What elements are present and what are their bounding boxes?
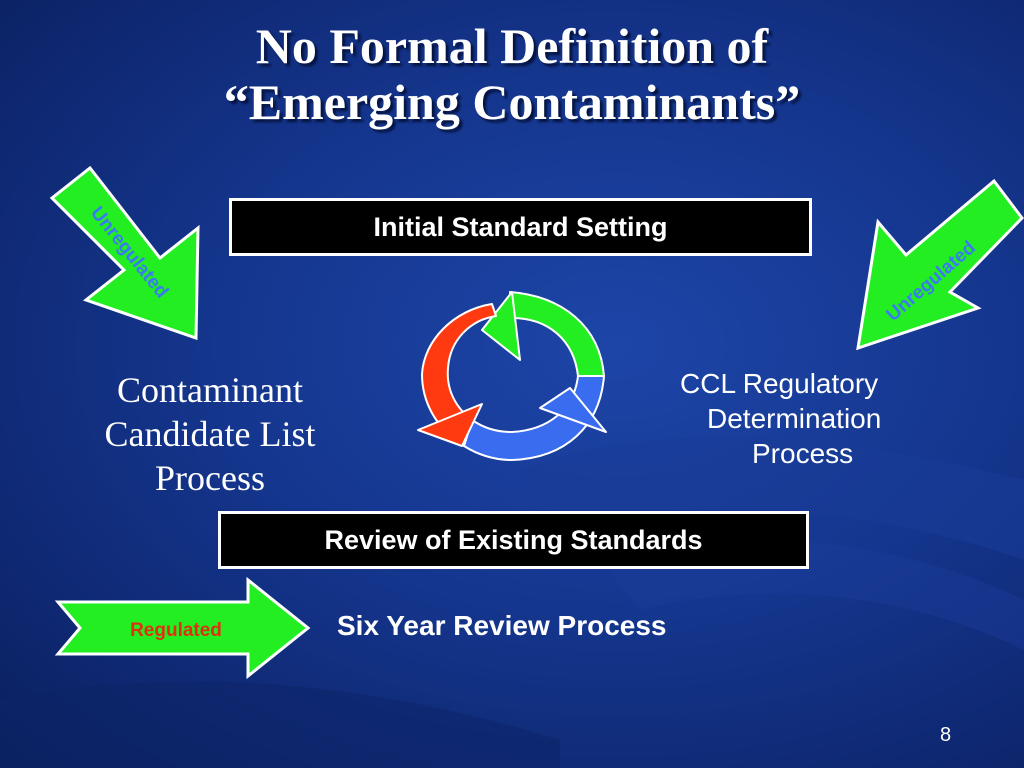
six-year-review-label: Six Year Review Process: [337, 610, 667, 641]
left-label-line-2: Candidate List: [104, 414, 316, 454]
review-existing-standards-box: Review of Existing Standards: [218, 511, 809, 569]
left-label-line-3: Process: [155, 458, 265, 498]
right-label-line-2: Determination: [707, 403, 882, 434]
unregulated-arrow-left: Unregulated: [49, 165, 200, 341]
cycle-arrows-icon: [417, 291, 607, 461]
unregulated-arrow-right: Unregulated: [856, 178, 1024, 351]
regulatory-determination-label: CCL Regulatory Determination Process: [660, 366, 970, 471]
ccl-process-label: Contaminant Candidate List Process: [60, 368, 360, 500]
regulated-arrow-text: Regulated: [130, 620, 222, 641]
slide-title: No Formal Definition of “Emerging Contam…: [0, 18, 1024, 130]
page-number: 8: [940, 724, 952, 746]
regulated-arrow: Regulated: [54, 576, 311, 680]
right-label-line-3: Process: [752, 438, 854, 469]
initial-standard-setting-box: Initial Standard Setting: [229, 198, 812, 256]
right-label-line-1: CCL Regulatory: [680, 368, 879, 399]
title-line-1: No Formal Definition of: [255, 18, 769, 74]
left-label-line-1: Contaminant: [117, 370, 303, 410]
title-line-2: “Emerging Contaminants”: [223, 74, 801, 130]
